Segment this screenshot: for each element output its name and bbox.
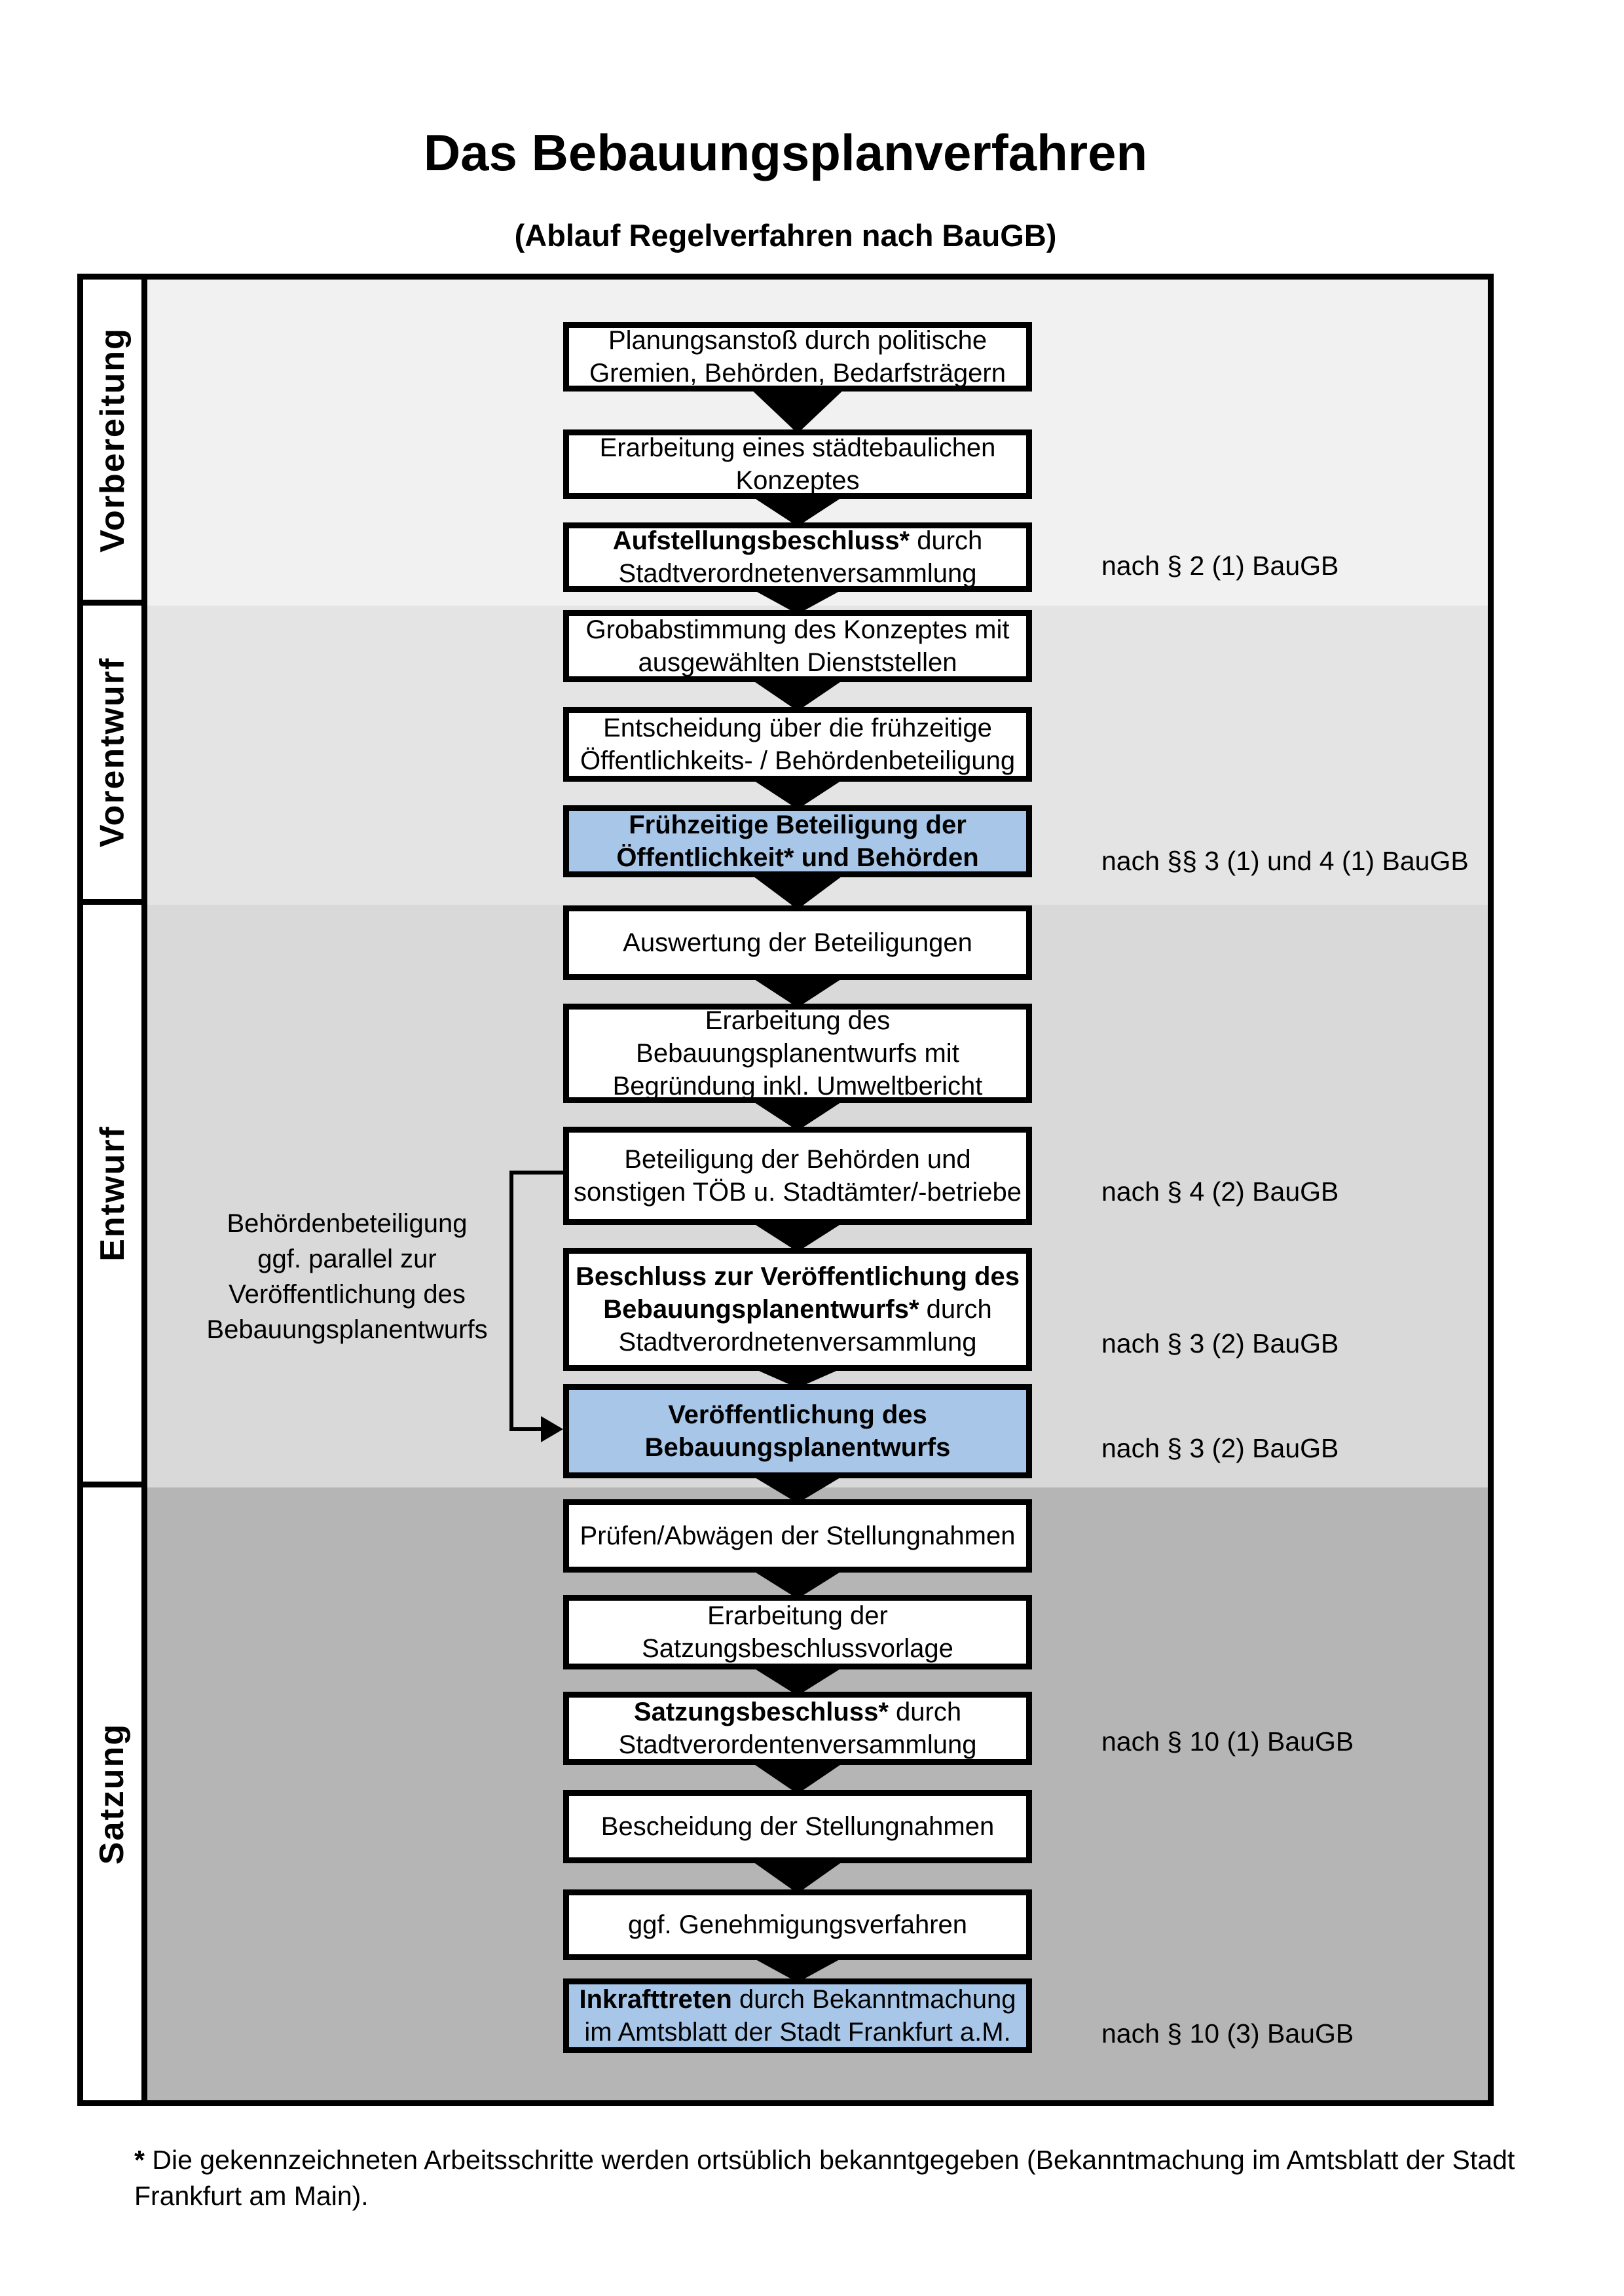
flow-step-text: Prüfen/Abwägen der Stellungnahmen [580,1522,1016,1550]
flow-arrow-down-icon [748,1568,847,1599]
flow-arrow-down-icon [748,1474,847,1503]
annotation-line: Veröffentlichung des [229,1280,466,1309]
flow-step-text: ggf. Genehmigungsverfahren [627,1910,968,1939]
annotation-line: Behördenbeteiligung [227,1209,468,1238]
footnote: * Die gekennzeichneten Arbeitsschritte w… [134,2142,1549,2214]
flow-arrow-down-icon [748,1665,847,1696]
flow-step-text: Auswertung der Beteiligungen [623,928,972,957]
flow-arrow-down-icon [748,1956,847,1982]
page-subtitle: (Ablauf Regelverfahren nach BauGB) [514,218,1057,253]
footnote-asterisk: * [134,2145,145,2175]
page-title: Das Bebauungsplanverfahren [423,124,1148,181]
legal-reference: nach §§ 3 (1) und 4 (1) BauGB [1101,846,1469,876]
flow-step-box: ggf. Genehmigungsverfahren [563,1889,1032,1960]
flow-arrow-down-icon [748,975,847,1008]
legal-reference: nach § 10 (3) BauGB [1101,2018,1354,2049]
connector-line [509,1171,513,1429]
legal-reference: nach § 2 (1) BauGB [1101,551,1339,581]
legal-reference: nach § 3 (2) BauGB [1101,1328,1339,1358]
connector-line [509,1171,563,1175]
flow-arrow-down-icon [748,1760,847,1794]
flow-arrow-down-icon [748,1859,847,1893]
flow-arrow-down-icon [748,777,847,809]
flow-arrow-down-icon [748,494,847,526]
legal-reference: nach § 4 (2) BauGB [1101,1176,1339,1207]
annotation-line: ggf. parallel zur [257,1245,437,1273]
diagram-outer-frame [77,274,1494,2106]
flow-step-box: Auswertung der Beteiligungen [563,905,1032,980]
footnote-text: Die gekennzeichneten Arbeitsschritte wer… [134,2145,1515,2211]
annotation-line: Bebauungsplanentwurfs [206,1315,488,1344]
connector-line [509,1427,544,1431]
connector-arrowhead-icon [541,1416,563,1442]
flow-arrow-down-icon [748,387,847,433]
legal-reference: nach § 10 (1) BauGB [1101,1726,1354,1757]
flow-arrow-down-icon [748,587,847,614]
flow-step-text: Bescheidung der Stellungnahmen [600,1812,995,1841]
legal-reference: nach § 3 (2) BauGB [1101,1433,1339,1463]
flow-step-box: Prüfen/Abwägen der Stellungnahmen [563,1499,1032,1573]
flow-arrow-down-icon [748,873,847,909]
flow-step-box: Bescheidung der Stellungnahmen [563,1790,1032,1863]
flow-arrow-down-icon [748,1220,847,1252]
flow-arrow-down-icon [748,678,847,711]
flow-arrow-down-icon [748,1099,847,1131]
